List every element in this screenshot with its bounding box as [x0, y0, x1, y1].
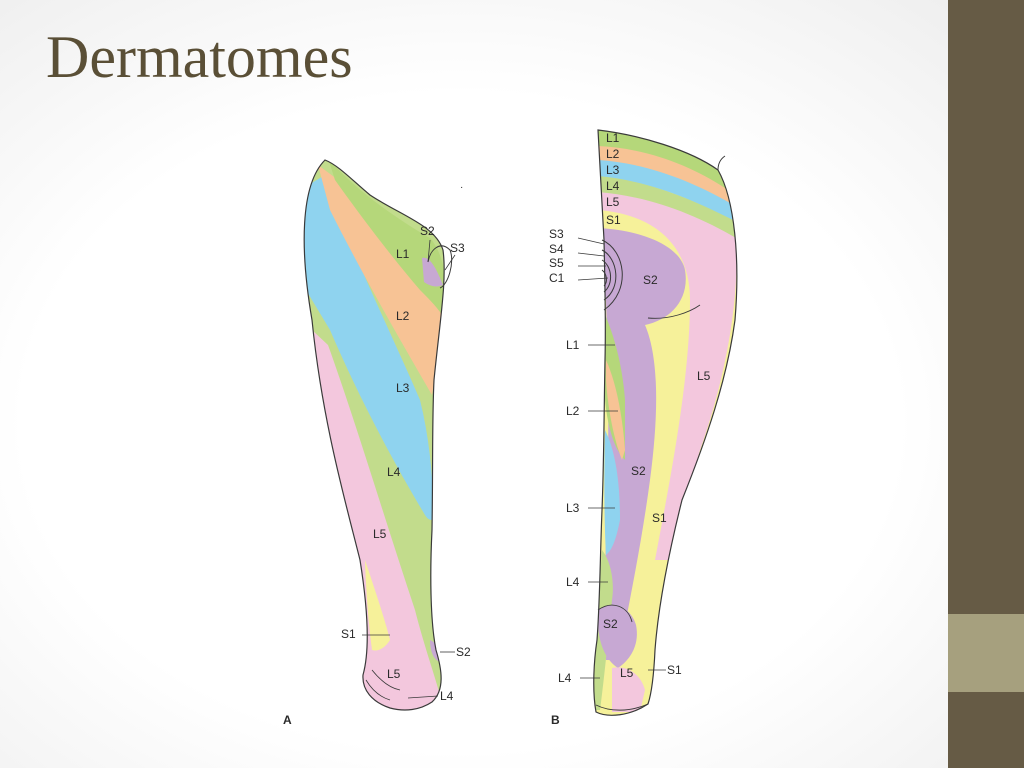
leg-b-gluteal-fold [647, 304, 701, 319]
leg-b-l4-band [598, 176, 736, 240]
leg-a-label-l2: L2 [396, 309, 410, 323]
leg-b-label-s4: S4 [549, 242, 564, 256]
leg-b-l5-region [598, 192, 737, 560]
leg-a-label-l4: L4 [387, 465, 401, 479]
leg-a-s1-region [365, 560, 390, 651]
leg-b-label-s2-buttock: S2 [643, 273, 658, 287]
leg-a-label-s2-top: S2 [420, 224, 435, 238]
leg-b-label-s1: S1 [652, 511, 667, 525]
leg-a-dermatome-map: S2 S3 L1 L2 L3 L4 L5 S1 S2 L5 L4 A [283, 159, 471, 727]
leg-a-toes [365, 669, 401, 701]
svg-text:·: · [460, 182, 463, 193]
leg-b-label-band-s1: S1 [606, 213, 621, 227]
leg-b-label-band-l1: L1 [606, 131, 620, 145]
leg-b-l1-band [598, 130, 725, 190]
leg-a-s2-region [422, 257, 443, 287]
leg-b-l2-strip [606, 360, 625, 460]
leg-b-l5-foot [612, 667, 645, 712]
leg-a-l1-region [328, 160, 445, 320]
leg-b-sacral-arcs [601, 239, 623, 311]
leg-a-label-l1: L1 [396, 247, 410, 261]
leg-a-outline [303, 159, 445, 711]
slide-title: Dermatomes [46, 24, 353, 90]
leg-b-label-s3: S3 [549, 227, 564, 241]
leg-a-label-l5-foot: L5 [387, 667, 401, 681]
sidebar-accent-block [948, 614, 1024, 692]
leg-b-label-l4-foot: L4 [558, 671, 572, 685]
leg-b-label-s2-calf: S2 [631, 464, 646, 478]
leg-b-l3-band [598, 160, 733, 222]
leg-b-s2-region [598, 228, 686, 660]
leg-b-label-s2-heel: S2 [603, 617, 618, 631]
leg-b-label-l5-foot: L5 [620, 666, 634, 680]
leg-b-label-band-l4: L4 [606, 179, 620, 193]
panel-label-a: A [283, 713, 292, 727]
leg-a-label-s3: S3 [450, 241, 465, 255]
leg-a-label-s1: S1 [341, 627, 356, 641]
leg-a-label-l4-foot: L4 [440, 689, 454, 703]
leg-b-label-l5: L5 [697, 369, 711, 383]
leg-b-hip-edge [717, 155, 726, 171]
leg-a-l3-region [304, 175, 434, 520]
leg-a-label-l5: L5 [373, 527, 387, 541]
leg-b-label-band-l3: L3 [606, 163, 620, 177]
leg-b-label-l4: L4 [566, 575, 580, 589]
leg-b-label-c1: C1 [549, 271, 565, 285]
leg-b-label-s1-foot: S1 [667, 663, 682, 677]
leg-b-label-l1: L1 [566, 338, 580, 352]
leg-a-label-s2-ankle: S2 [456, 645, 471, 659]
leg-b-l3-strip [604, 430, 620, 555]
dermatome-figure: S2 S3 L1 L2 L3 L4 L5 S1 S2 L5 L4 A [283, 129, 738, 727]
leg-b-label-l2: L2 [566, 404, 580, 418]
leg-b-l2-band [598, 146, 730, 205]
leg-b-heel-lines [595, 604, 649, 711]
leg-a-s3-curve [427, 245, 453, 289]
panel-label-b: B [551, 713, 560, 727]
leg-a-l2-region [318, 165, 445, 395]
leg-b-label-band-l2: L2 [606, 147, 620, 161]
leg-b-dermatome-map: L1 L2 L3 L4 L5 S1 S3 S4 S5 C1 S2 L1 L5 L… [549, 129, 738, 727]
leg-a-label-l3: L3 [396, 381, 410, 395]
leg-b-label-s5: S5 [549, 256, 564, 270]
leg-b-s2-heel [597, 605, 637, 668]
leg-b-outline [593, 129, 738, 716]
leg-b-label-l3: L3 [566, 501, 580, 515]
leg-b-label-band-l5: L5 [606, 195, 620, 209]
